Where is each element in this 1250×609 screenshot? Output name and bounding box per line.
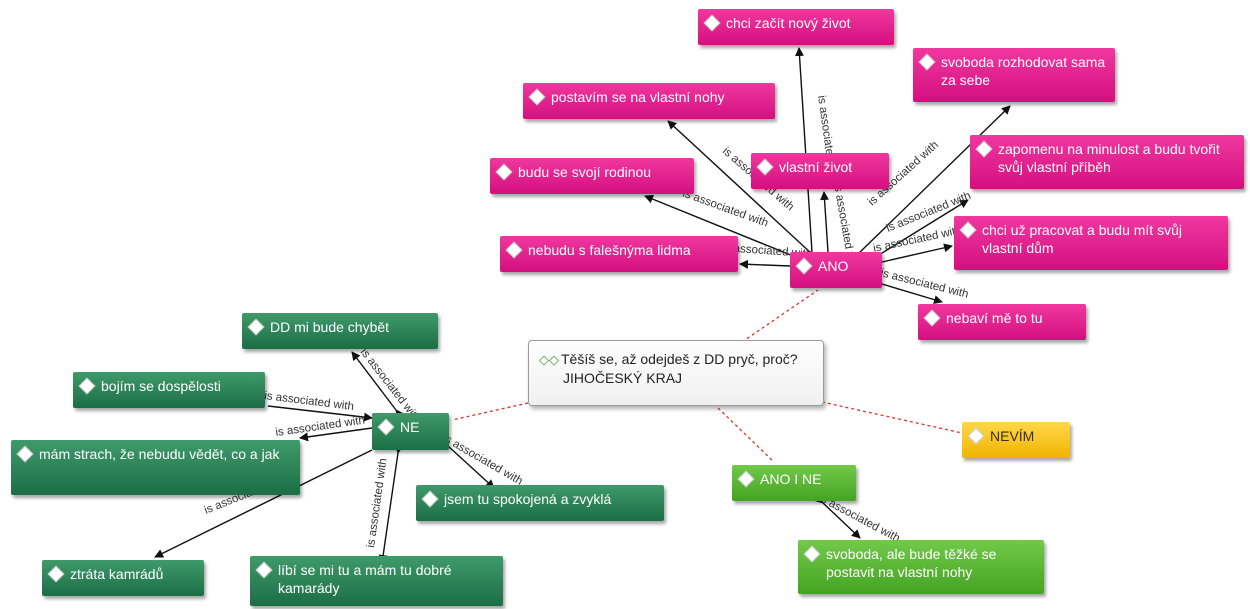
diamond-icon [959,221,977,239]
node-label: postavím se na vlastní nohy [551,89,725,105]
diamond-icon [495,163,513,181]
edge-ne-chybet [351,351,405,420]
diamond-icon [703,14,721,32]
ano-item-node[interactable]: svoboda rozhodovat sama za sebe [913,48,1115,102]
edge-label: is associated with [264,390,355,413]
ano-item-node[interactable]: chci začít nový život [698,9,894,45]
node-label: budu se svojí rodinou [518,164,652,180]
diamond-icon [795,257,813,275]
edge-label: is associated with [681,188,770,230]
diamond-icon [505,241,523,259]
node-label: ztráta kamrádů [70,566,164,582]
node-label: NEVÍM [990,428,1035,444]
category-ne-node[interactable]: NE [372,413,449,450]
edge-label: is associated with [441,432,525,487]
ano-i-ne-item-node[interactable]: svoboda, ale bude těžké se postavit na v… [798,540,1044,594]
ano-i-ne-edges [814,494,861,539]
dashed-link-ne [451,402,529,421]
question-icon: ◇◇ [539,352,559,367]
ano-edges [644,47,1011,305]
edge-ano-nohy [667,120,813,255]
node-label: NE [400,419,420,435]
category-nevim-node[interactable]: NEVÍM [962,422,1070,458]
diamond-icon [16,445,34,463]
edge-anoine-svoboda [814,494,861,539]
dashed-links [451,289,963,463]
edge-label: is associated with [872,224,963,254]
diamond-icon [528,88,546,106]
diamond-icon [255,561,273,579]
category-ano-i-ne-node[interactable]: ANO I NE [732,465,856,501]
diamond-icon [803,545,821,563]
node-label: DD mi bude chybět [270,319,390,335]
node-label: svoboda, ale bude těžké se postavit na v… [826,546,997,580]
node-label: chci začít nový život [726,15,851,31]
ne-edges [154,351,495,564]
question-line: ◇◇Těšíš se, až odejdeš z DD pryč, proč? [539,350,813,369]
node-label: zapomenu na minulost a budu tvořit svůj … [998,141,1220,175]
ne-item-node[interactable]: DD mi bude chybět [242,313,438,349]
diamond-icon [967,427,985,445]
edge-ano-novy-zivot [795,47,813,253]
dashed-link-ano [741,289,819,343]
node-label: nebudu s falešnýma lidma [528,242,691,258]
node-label: svoboda rozhodovat sama za sebe [941,54,1106,88]
dashed-link-ano-i-ne [717,407,775,463]
node-label: chci už pracovat a budu mít svůj vlastní… [982,222,1182,256]
ano-item-node[interactable]: nebudu s falešnýma lidma [500,236,738,272]
edge-ne-dospelost [267,405,373,422]
edge-ano-falesni [739,259,799,271]
edge-label: is associated with [879,267,969,300]
edge-ne-kamradu [154,449,373,558]
diamond-icon [78,377,96,395]
ano-item-node[interactable]: budu se svojí rodinou [490,158,694,194]
diamond-icon [975,140,993,158]
node-label: líbí se mi tu a mám tu dobré kamarády [278,562,452,596]
node-label: mám strach, že nebudu vědět, co a jak [39,446,280,462]
edge-ne-spokojena [439,437,495,489]
edge-ano-rodina [644,194,799,259]
diamond-icon [247,318,265,336]
node-label: ANO I NE [760,471,822,487]
diamond-icon [421,490,439,508]
diamond-icon [377,418,395,436]
node-label: vlastní život [779,159,853,175]
diamond-icon [923,309,941,327]
node-label: ANO [818,258,849,274]
ne-item-node[interactable]: líbí se mi tu a mám tu dobré kamarády [250,556,503,606]
node-label: nebaví mě to tu [946,310,1043,326]
node-label: jsem tu spokojená a zvyklá [444,491,612,507]
ne-item-node[interactable]: ztráta kamrádů [42,560,204,596]
node-label: bojím se dospělosti [101,378,221,394]
ne-item-node[interactable]: bojím se dospělosti [73,372,265,408]
diamond-icon [918,53,936,71]
ne-item-node[interactable]: mám strach, že nebudu vědět, co a jak [11,440,300,495]
ne-item-node[interactable]: jsem tu spokojená a zvyklá [416,485,664,521]
ano-item-node[interactable]: nebaví mě to tu [918,304,1086,340]
edge-ano-svoboda [857,105,1011,255]
ano-item-node[interactable]: chci už pracovat a budu mít svůj vlastní… [954,216,1228,270]
category-ano-node[interactable]: ANO [790,252,882,288]
central-question-node[interactable]: ◇◇Těšíš se, až odejdeš z DD pryč, proč? … [528,340,824,406]
region-text: JIHOČESKÝ KRAJ [563,370,683,386]
edge-ne-libi [378,444,404,564]
ano-item-node[interactable]: zapomenu na minulost a budu tvořit svůj … [970,135,1244,189]
edge-ano-vlastni-zivot [820,191,834,261]
ano-item-node[interactable]: postavím se na vlastní nohy [523,83,775,119]
dashed-link-nevim [821,401,963,434]
ano-item-node[interactable]: vlastní život [751,153,889,189]
edge-ne-strach [299,427,373,442]
question-text: Těšíš se, až odejdeš z DD pryč, proč? [561,351,798,367]
edge-ano-nebavi [873,277,943,305]
edge-ano-dum [873,243,953,269]
diamond-icon [737,470,755,488]
diamond-icon [756,158,774,176]
diamond-icon [47,565,65,583]
